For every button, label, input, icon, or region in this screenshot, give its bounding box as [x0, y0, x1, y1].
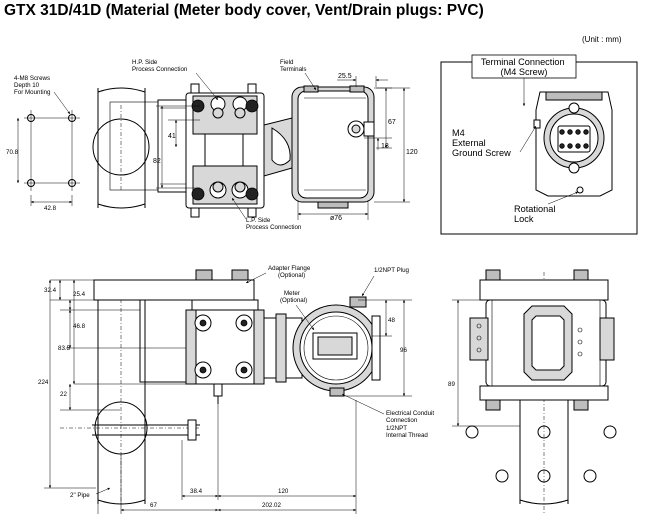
- dim-25-4: 25.4: [73, 291, 86, 298]
- dim-202-02: 202.02: [262, 502, 281, 509]
- meter-body-side: [185, 309, 265, 404]
- label-field-terminals: Field Terminals: [280, 59, 306, 73]
- mounting-pipe-side: [60, 283, 200, 505]
- label-conduit: Electrical Conduit Connection 1/2NPT Int…: [386, 410, 436, 439]
- label-rotational-lock: Rotational Lock: [514, 204, 558, 224]
- dim-18: 18: [381, 143, 389, 150]
- label-2in-pipe: 2" Pipe: [70, 492, 90, 499]
- dim-224: 224: [38, 379, 49, 386]
- label-hp-side: H.P. Side Process Connection: [132, 59, 188, 73]
- page-title: GTX 31D/41D (Material (Meter body cover,…: [4, 2, 484, 19]
- electronics-housing-top: [263, 85, 375, 209]
- dim-82: 82: [153, 158, 161, 165]
- label-meter: Meter (Optional): [280, 290, 307, 304]
- dim-42-8: 42.8: [44, 205, 57, 212]
- mounting-hole-pattern: 70.8 42.8 4-M8 Screws Depth 10 For Mount…: [6, 75, 80, 212]
- dim-70-8: 70.8: [6, 149, 19, 156]
- top-view-callouts: H.P. Side Process Connection Field Termi…: [132, 59, 317, 231]
- dim-22: 22: [60, 391, 67, 398]
- dim-32-4: 32.4: [44, 287, 57, 294]
- dim-120: 120: [406, 149, 418, 156]
- electronics-housing-side: [263, 296, 381, 397]
- meter-body-top: [185, 83, 265, 218]
- dim-96: 96: [400, 347, 407, 354]
- dim-67-side: 67: [150, 502, 157, 509]
- unit-note: (Unit : mm): [582, 35, 622, 44]
- side-view-callouts: Adapter Flange (Optional) Meter (Optiona…: [70, 265, 436, 499]
- terminal-title: Terminal Connection (M4 Screw): [481, 57, 567, 77]
- label-npt-plug: 1/2NPT Plug: [374, 267, 410, 274]
- dim-25-5: 25.5: [338, 73, 352, 80]
- label-lp-side: L.P. Side Process Connection: [246, 217, 302, 231]
- mounting-pipe-top: [92, 87, 150, 209]
- dim-120-side: 120: [278, 488, 289, 495]
- dim-83-5: 83.5: [58, 345, 71, 352]
- label-m4-ground: M4 External Ground Screw: [452, 128, 511, 158]
- dim-dia-76: ø76: [330, 215, 342, 222]
- dim-46-8: 46.8: [73, 323, 86, 330]
- dim-38-4: 38.4: [190, 488, 203, 495]
- dim-89: 89: [448, 381, 455, 388]
- top-view: 25.5 67 18 120 ø76 41 82: [92, 73, 418, 222]
- dim-67: 67: [388, 119, 396, 126]
- bracket-side: [93, 269, 259, 383]
- label-mounting-screws: 4-M8 Screws Depth 10 For Mounting: [14, 75, 52, 96]
- top-view-dimensions: 25.5 67 18 120 ø76 41 82: [153, 73, 418, 222]
- label-adapter-flange: Adapter Flange (Optional): [268, 265, 312, 279]
- side-view: Adapter Flange (Optional) Meter (Optiona…: [38, 265, 436, 514]
- terminal-connection-detail: Terminal Connection (M4 Screw) M4 Extern…: [440, 54, 638, 235]
- dim-41: 41: [168, 133, 176, 140]
- side-view-dimensions: 32.4 25.4 46.8 83.5 224 22 48 96 38.4: [38, 279, 412, 514]
- rear-view: 89: [448, 269, 617, 514]
- dim-48: 48: [388, 317, 395, 324]
